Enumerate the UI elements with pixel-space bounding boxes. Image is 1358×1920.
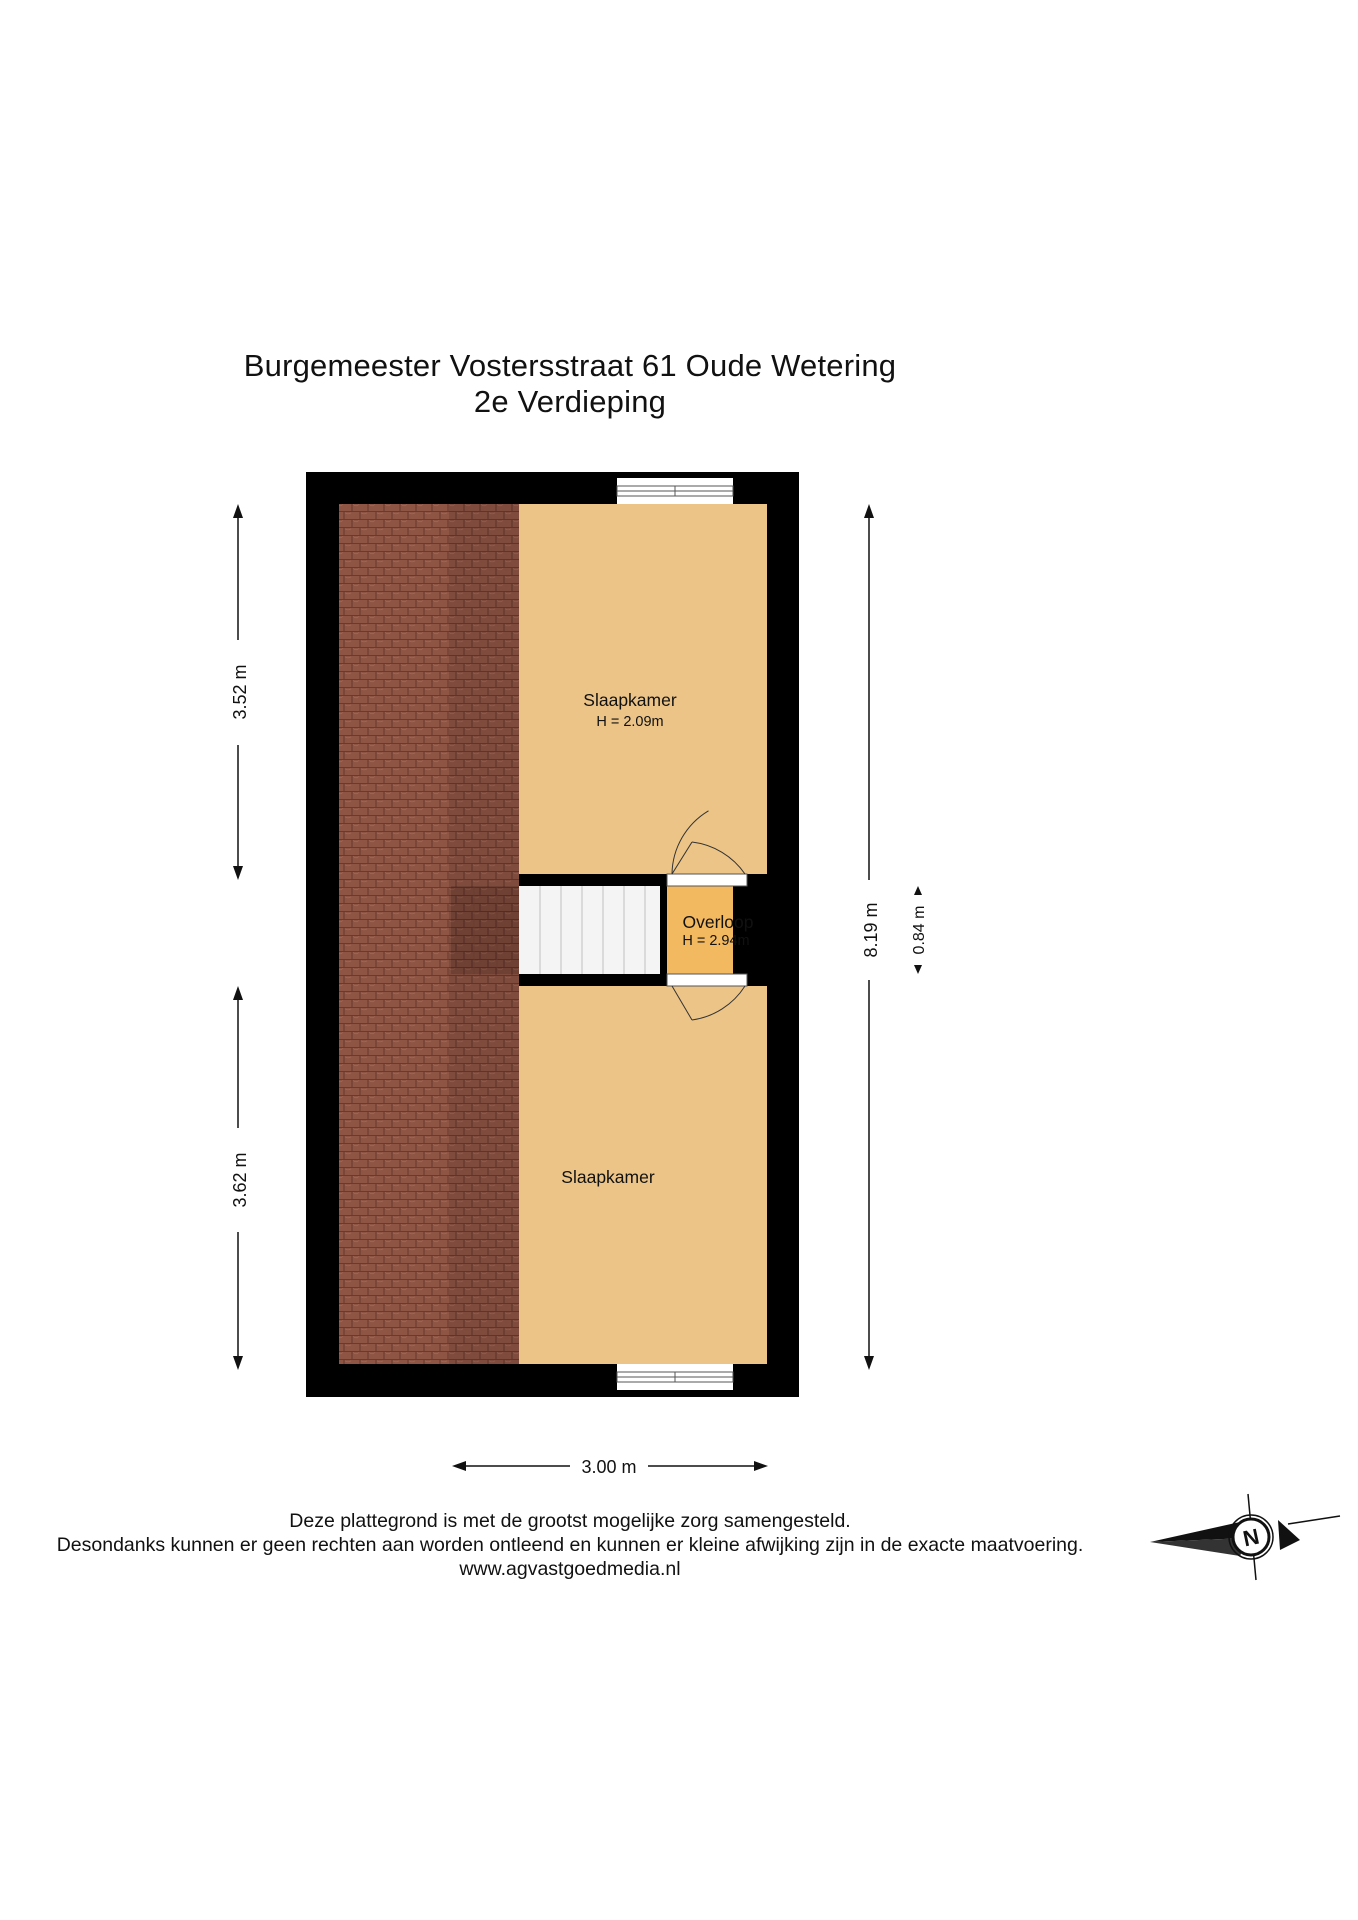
stair-steps	[539, 886, 646, 974]
door-bottom-arc	[691, 985, 746, 1021]
door-top	[666, 873, 748, 887]
room-height-bedroom-top: H = 2.09m	[596, 714, 663, 730]
bedroom-bottom-floor	[519, 986, 767, 1364]
landing-floor	[667, 886, 733, 974]
plan-title: Burgemeester Vostersstraat 61 Oude Weter…	[243, 348, 897, 383]
room-name-bedroom-top: Slaapkamer	[583, 690, 677, 710]
floor-subtitle: 2e Verdieping	[473, 384, 667, 419]
roof-slope-shade	[449, 504, 519, 1364]
dimension-left-bottom: 3.62 m	[230, 1152, 250, 1207]
stair-hatch	[451, 886, 519, 974]
door-bottom-leaf	[671, 985, 693, 1021]
room-name-landing: Overloop	[682, 912, 753, 932]
door-top-swing	[671, 810, 709, 875]
disclaimer-line-1: Deze plattegrond is met de grootst mogel…	[289, 1510, 851, 1532]
dimension-bottom-width: 3.00 m	[581, 1457, 636, 1477]
room-height-landing: H = 2.94m	[682, 933, 749, 949]
door-top-leaf	[671, 841, 693, 875]
stair-hatch-steps	[473, 886, 498, 974]
disclaimer-line-2: Desondanks kunnen er geen rechten aan wo…	[56, 1534, 1084, 1556]
website-link[interactable]: www.agvastgoedmedia.nl	[459, 1558, 681, 1580]
compass-icon: N	[1150, 1493, 1341, 1581]
door-bottom	[666, 973, 748, 987]
compass-letter: N	[1241, 1524, 1262, 1552]
room-name-bedroom-bottom: Slaapkamer	[561, 1167, 655, 1187]
door-top-arc	[691, 841, 746, 875]
staircase	[519, 886, 660, 974]
dimension-right-small: 0.84 m	[911, 906, 928, 955]
dimension-left-top: 3.52 m	[230, 664, 250, 719]
window-bottom	[616, 1364, 734, 1390]
roof-slope	[339, 504, 519, 1364]
dimension-lines	[233, 504, 922, 1471]
bedroom-top-floor	[519, 504, 767, 874]
window-top	[616, 478, 734, 504]
dimension-right-total: 8.19 m	[861, 902, 881, 957]
